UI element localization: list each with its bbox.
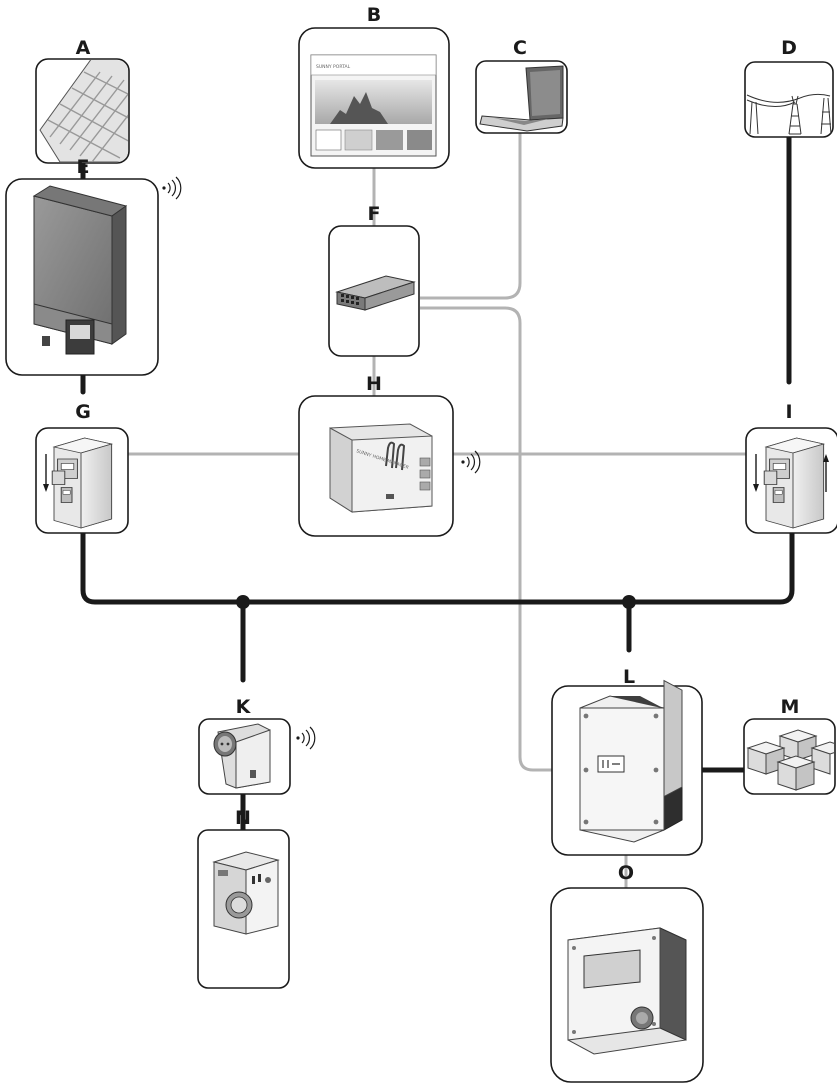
home-manager-icon: SUNNY HOME MANAGER — [329, 423, 433, 513]
label-f: F — [368, 203, 381, 225]
battery-inverter-icon — [579, 679, 683, 843]
label-i: I — [785, 401, 792, 423]
label-b: B — [367, 4, 381, 26]
node-c: C — [475, 37, 568, 134]
power-grid-icon — [746, 93, 832, 135]
pv-inverter-icon — [32, 185, 128, 355]
pv-module-icon — [39, 60, 128, 162]
network-switch-icon — [335, 275, 416, 311]
node-a: A — [35, 37, 130, 164]
label-h: H — [366, 373, 382, 395]
label-n: N — [235, 807, 251, 829]
energy-meter-icon — [43, 437, 113, 529]
wireless-signal-icon — [295, 726, 316, 750]
label-c: C — [513, 37, 527, 59]
node-o: O — [550, 862, 704, 1083]
node-l: L — [551, 666, 703, 856]
power-bus — [80, 473, 795, 605]
node-b: B SUNNY PORTAL — [298, 4, 450, 169]
label-g: G — [75, 401, 91, 423]
energy-meter-icon — [753, 437, 829, 529]
label-k: K — [236, 696, 252, 718]
label-a: A — [76, 37, 91, 59]
node-g: G — [35, 401, 129, 534]
portal-title: SUNNY PORTAL — [316, 64, 351, 70]
bus-junction-left — [236, 595, 250, 609]
bus-junction-right — [622, 595, 636, 609]
node-n: N — [197, 807, 290, 989]
label-l: L — [623, 666, 635, 688]
label-m: M — [781, 696, 800, 718]
node-h: H SUNNY HOME MANAGER — [298, 373, 481, 537]
node-d: D — [744, 37, 834, 138]
sunny-portal-screen-icon: SUNNY PORTAL — [310, 54, 437, 157]
node-i: I — [745, 401, 837, 534]
node-e: E — [5, 156, 182, 376]
node-m: M — [743, 696, 836, 795]
connection-lines — [80, 133, 795, 888]
node-f: F — [328, 203, 420, 357]
node-k: K — [198, 696, 316, 795]
data-line-f-l — [420, 306, 552, 772]
battery-icon — [746, 729, 834, 791]
data-line-f-c — [420, 133, 522, 300]
display-unit-icon — [567, 927, 687, 1055]
wireless-signal-icon — [161, 176, 182, 200]
label-o: O — [618, 862, 634, 884]
radio-socket-icon — [213, 723, 271, 789]
label-d: D — [781, 37, 797, 59]
washing-machine-icon — [212, 851, 280, 935]
laptop-icon — [479, 65, 564, 132]
label-e: E — [77, 156, 90, 178]
